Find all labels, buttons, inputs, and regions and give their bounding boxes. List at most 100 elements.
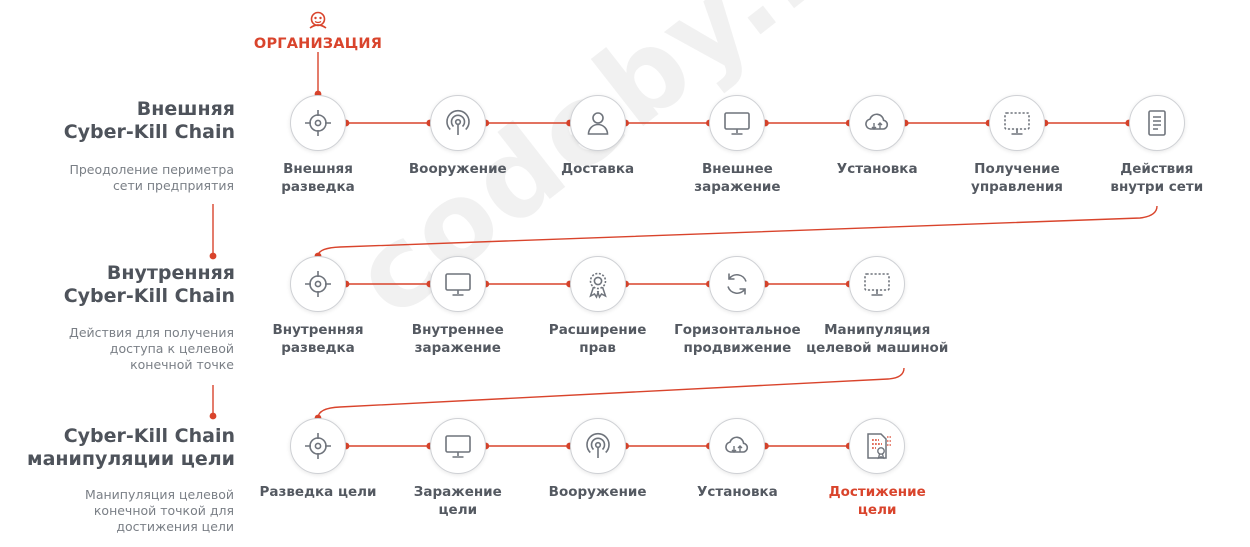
stage-label-line: цели <box>857 502 897 518</box>
stage-node <box>849 95 906 151</box>
stage-label-line: Получение <box>974 161 1060 177</box>
stage-label-line: заражение <box>414 340 501 356</box>
stage-node <box>290 418 346 474</box>
stage-label: Установка <box>662 483 812 501</box>
target-icon <box>305 433 331 459</box>
stage-node <box>429 418 486 474</box>
row-title-line: манипуляции цели <box>27 448 235 470</box>
row-description-line: конечной точкой для <box>93 503 234 518</box>
stage-label: Получение управления <box>942 160 1092 196</box>
stage-label-line: разведка <box>281 340 355 356</box>
stage-label-line: Достижение <box>828 484 926 500</box>
stage-label: Разведка цели <box>243 483 393 501</box>
stage-label-line: Установка <box>697 484 778 500</box>
stage-node <box>849 418 906 474</box>
stage-label: Манипуляция целевой машиной <box>802 321 952 357</box>
certificate-icon <box>867 433 892 460</box>
stage-label: Внутреннее заражение <box>383 321 533 357</box>
stage-label-line: Установка <box>836 161 918 177</box>
stage-node <box>290 256 346 312</box>
stage-label-line: управления <box>971 179 1063 195</box>
monitor-icon <box>724 112 751 135</box>
row-title-line: Cyber-Kill Chain <box>63 425 235 447</box>
stage-node <box>429 95 486 151</box>
stage-label-line: Заражение <box>413 484 502 500</box>
stage-label-line: внутри сети <box>1110 179 1204 195</box>
stage-label: Внутренняя разведка <box>243 321 393 357</box>
person-icon <box>587 112 608 135</box>
stage-label: Действия внутри сети <box>1082 160 1232 196</box>
organization-label: ОРГАНИЗАЦИЯ <box>253 36 383 52</box>
connector-dot <box>209 412 217 420</box>
stage-label: Внешнее заражение <box>662 160 812 196</box>
stage-node <box>709 418 766 474</box>
stage-node <box>709 256 766 312</box>
refresh-icon <box>727 273 748 295</box>
stage-node <box>569 418 626 474</box>
stage-label: Вооружение <box>523 483 673 501</box>
target-icon <box>305 110 331 136</box>
row-description-line: Преодоление периметра <box>69 162 234 177</box>
dashed-monitor-icon <box>1004 112 1030 135</box>
connector-dot <box>209 252 217 260</box>
stage-label: Вооружение <box>383 160 533 178</box>
target-icon <box>305 271 331 297</box>
cloud-icon <box>725 436 749 453</box>
row-title-line: Внешняя <box>136 98 235 120</box>
stage-label-line: разведка <box>281 179 355 195</box>
document-icon <box>1147 110 1166 136</box>
row-title-line: Внутренняя <box>106 262 235 284</box>
row-title-line: Cyber-Kill Chain <box>63 121 235 143</box>
stage-node <box>1128 95 1185 151</box>
stage-label-line: продвижение <box>683 340 792 356</box>
stage-label-line: Действия <box>1120 161 1194 177</box>
stage-label-line: Манипуляция <box>824 322 931 338</box>
stage-label-line: Разведка цели <box>259 484 377 500</box>
stage-label: Заражение цели <box>383 483 533 519</box>
stage-label-line: Внешнее <box>702 161 773 177</box>
stage-label: Установка <box>802 160 952 178</box>
stage-node <box>709 95 766 151</box>
stage-label-line: Вооружение <box>408 161 507 177</box>
row-description-line: достижения цели <box>116 519 234 534</box>
stage-node <box>569 95 626 151</box>
row-description-line: доступа к целевой <box>109 341 234 356</box>
signal-icon <box>585 432 610 458</box>
stage-node <box>849 256 906 312</box>
monitor-icon <box>444 273 471 296</box>
stage-node <box>569 256 626 312</box>
organization-icon <box>309 11 327 29</box>
row-description-line: Манипуляция целевой <box>85 487 234 502</box>
stage-label-line: Доставка <box>561 161 635 177</box>
stage-label: Доставка <box>523 160 673 178</box>
stage-label-line: заражение <box>694 179 781 195</box>
stage-label-line: Внутренняя <box>272 322 364 338</box>
stage-label-line: цели <box>438 502 478 518</box>
stage-label-line: Внутреннее <box>411 322 504 338</box>
award-icon <box>588 272 607 299</box>
stage-label-line: Внешняя <box>283 161 353 177</box>
stage-label-line: целевой машиной <box>806 340 949 356</box>
connector-line <box>317 367 905 419</box>
stage-label-line: прав <box>579 340 616 356</box>
monitor-icon <box>444 435 471 458</box>
stage-label: Расширение прав <box>523 321 673 357</box>
stage-node <box>989 95 1045 151</box>
stage-node <box>429 256 486 312</box>
stage-node <box>290 95 346 151</box>
stage-label-line: Расширение <box>548 322 647 338</box>
dashed-monitor-icon <box>864 273 890 296</box>
row-description-line: сети предприятия <box>112 178 234 193</box>
row-description-line: конечной точке <box>130 357 234 372</box>
row-title-line: Cyber-Kill Chain <box>63 285 235 307</box>
stage-label: Внешняя разведка <box>243 160 393 196</box>
stage-label: Достижение цели <box>802 483 952 519</box>
row-description-line: Действия для получения <box>69 325 234 340</box>
